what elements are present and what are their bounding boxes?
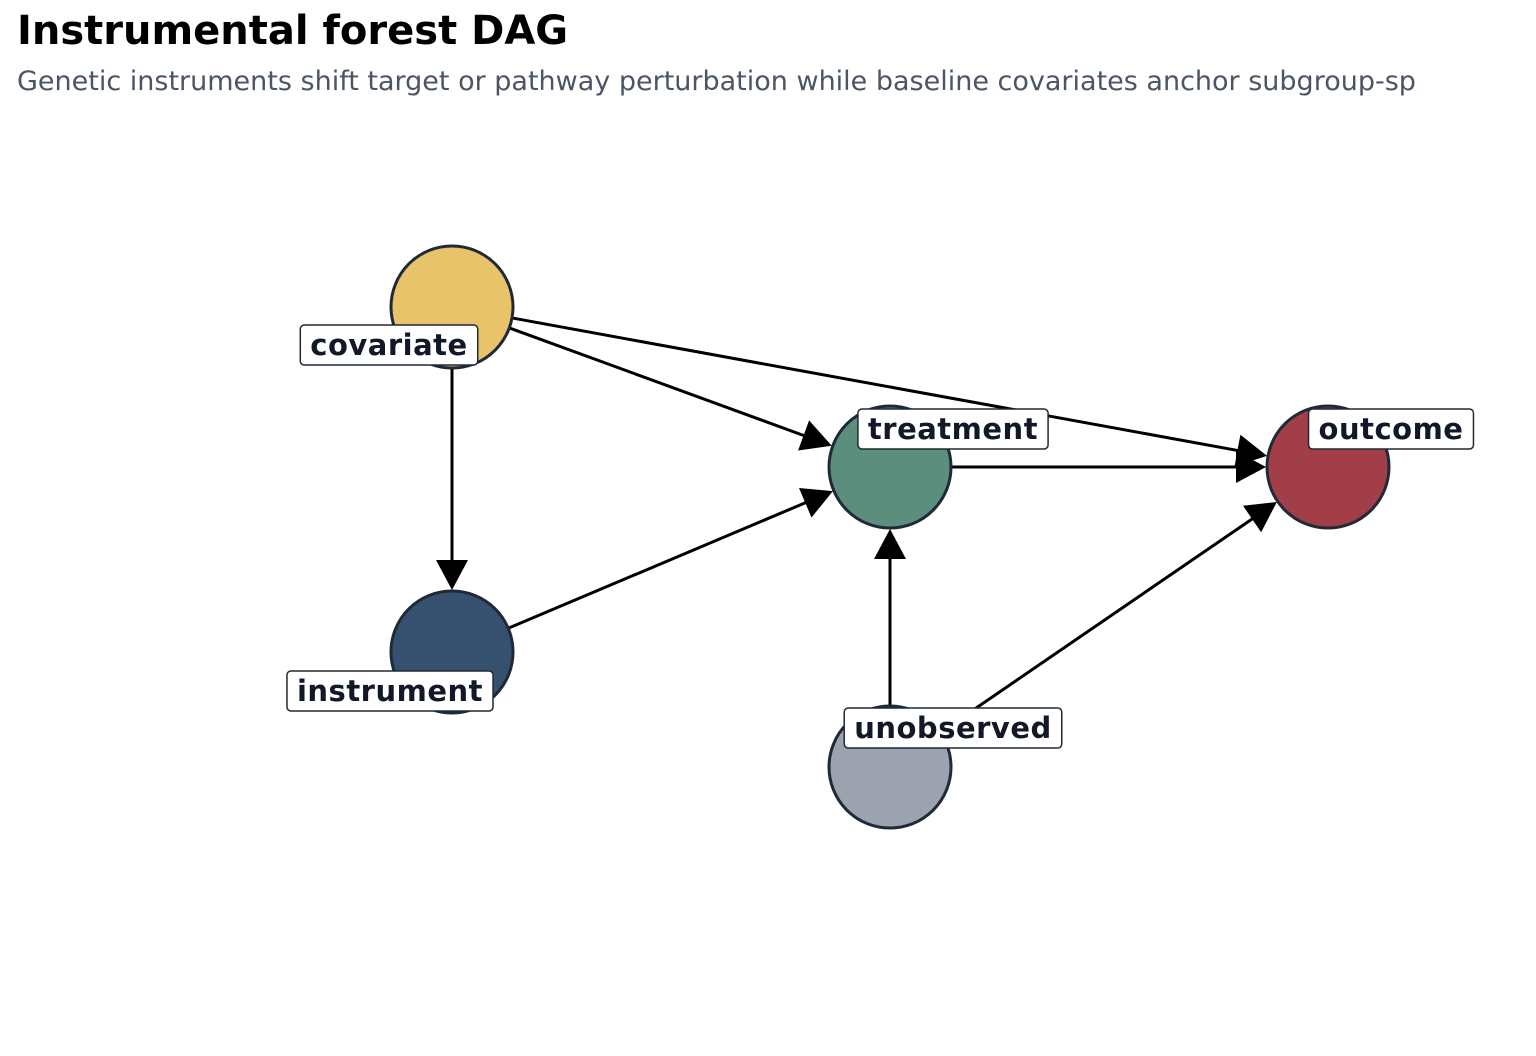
node-label-box	[286, 670, 494, 712]
node-label-text: unobserved	[854, 711, 1052, 745]
edge-covariate-to-outcome	[511, 316, 1240, 453]
arrowhead-treatment-to-outcome	[1236, 451, 1266, 483]
node-label-text: covariate	[310, 328, 467, 362]
page-subtitle: Genetic instruments shift target or path…	[17, 66, 1416, 97]
node-label-instrument: instrument	[286, 670, 494, 712]
arrowhead-unobserved-to-outcome	[1243, 502, 1277, 533]
arrowhead-covariate-to-treatment	[798, 420, 832, 451]
edge-instrument-to-treatment	[507, 500, 808, 630]
node-label-box	[299, 324, 479, 366]
edge-unobserved-to-outcome	[939, 516, 1255, 734]
node-label-box	[857, 408, 1049, 450]
node-label-outcome: outcome	[1307, 408, 1475, 450]
arrowhead-instrument-to-treatment	[799, 488, 833, 518]
node-label-text: treatment	[868, 412, 1038, 446]
edge-covariate-to-treatment	[508, 326, 806, 438]
arrowhead-covariate-to-instrument	[436, 560, 468, 590]
edges-layer	[436, 316, 1277, 734]
page-title: Instrumental forest DAG	[17, 8, 569, 54]
node-label-box	[1307, 408, 1475, 450]
node-label-covariate: covariate	[299, 324, 479, 366]
node-label-box	[843, 707, 1063, 749]
node-label-text: outcome	[1319, 412, 1464, 446]
node-label-treatment: treatment	[857, 408, 1049, 450]
node-label-unobserved: unobserved	[843, 707, 1063, 749]
labels-layer: covariate instrument treatment outcome unobs…	[286, 324, 1475, 749]
arrowhead-unobserved-to-treatment	[874, 529, 906, 559]
node-label-text: instrument	[297, 674, 483, 708]
